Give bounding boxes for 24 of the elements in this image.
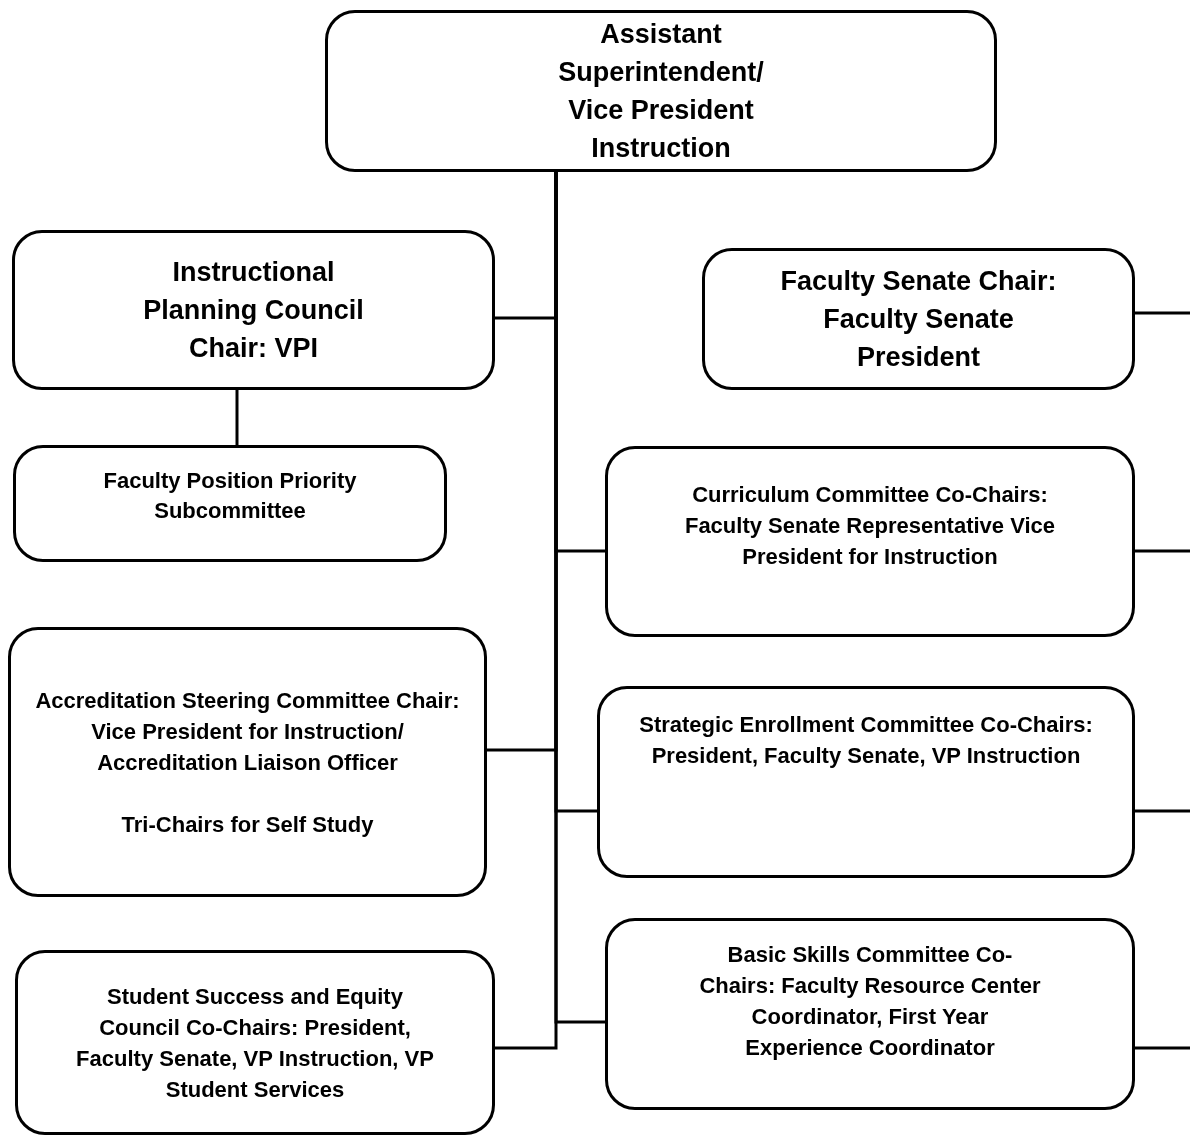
node-text: Accreditation Steering Committee Chair: Vice President for Instruction/ Accreditation Liaison Officer	[34, 686, 461, 777]
node-text: Assistant Superintendent/ Vice President Instruction	[557, 18, 765, 165]
connector-line	[1135, 809, 1190, 813]
node-text: Faculty Senate Chair: Faculty Senate President	[779, 265, 1058, 374]
connector-line	[1135, 311, 1190, 315]
council-box	[15, 950, 495, 1135]
committee-box	[605, 446, 1135, 637]
node-note: Tri-Chairs for Self Study	[121, 810, 374, 839]
connector-line	[1135, 549, 1190, 553]
senate-box	[702, 248, 1135, 390]
node-text: Student Success and Equity Council Co-Chairs: President, Faculty Senate, VP Instruction, VP Student Services	[75, 982, 435, 1104]
connector-line	[1135, 1046, 1190, 1050]
node-text: Faculty Position Priority Subcommittee	[102, 467, 358, 525]
node-text: Curriculum Committee Co-Chairs: Faculty Senate Representative Vice President for Instruction	[683, 481, 1057, 571]
committee-box	[597, 686, 1135, 878]
node-text: Instructional Planning Council Chair: VPI	[142, 256, 365, 365]
title-box	[325, 10, 997, 172]
committee-box	[8, 627, 487, 897]
node-text: Basic Skills Committee Co-Chairs: Faculty Resource Center Coordinator, First Year Experience Coordinator	[698, 941, 1042, 1062]
connector-line	[235, 390, 239, 445]
node-text: Strategic Enrollment Committee Co-Chairs: President, Faculty Senate, VP Instruction	[638, 711, 1094, 770]
committee-box	[605, 918, 1135, 1110]
council-box	[12, 230, 495, 390]
committee-box	[13, 445, 447, 562]
